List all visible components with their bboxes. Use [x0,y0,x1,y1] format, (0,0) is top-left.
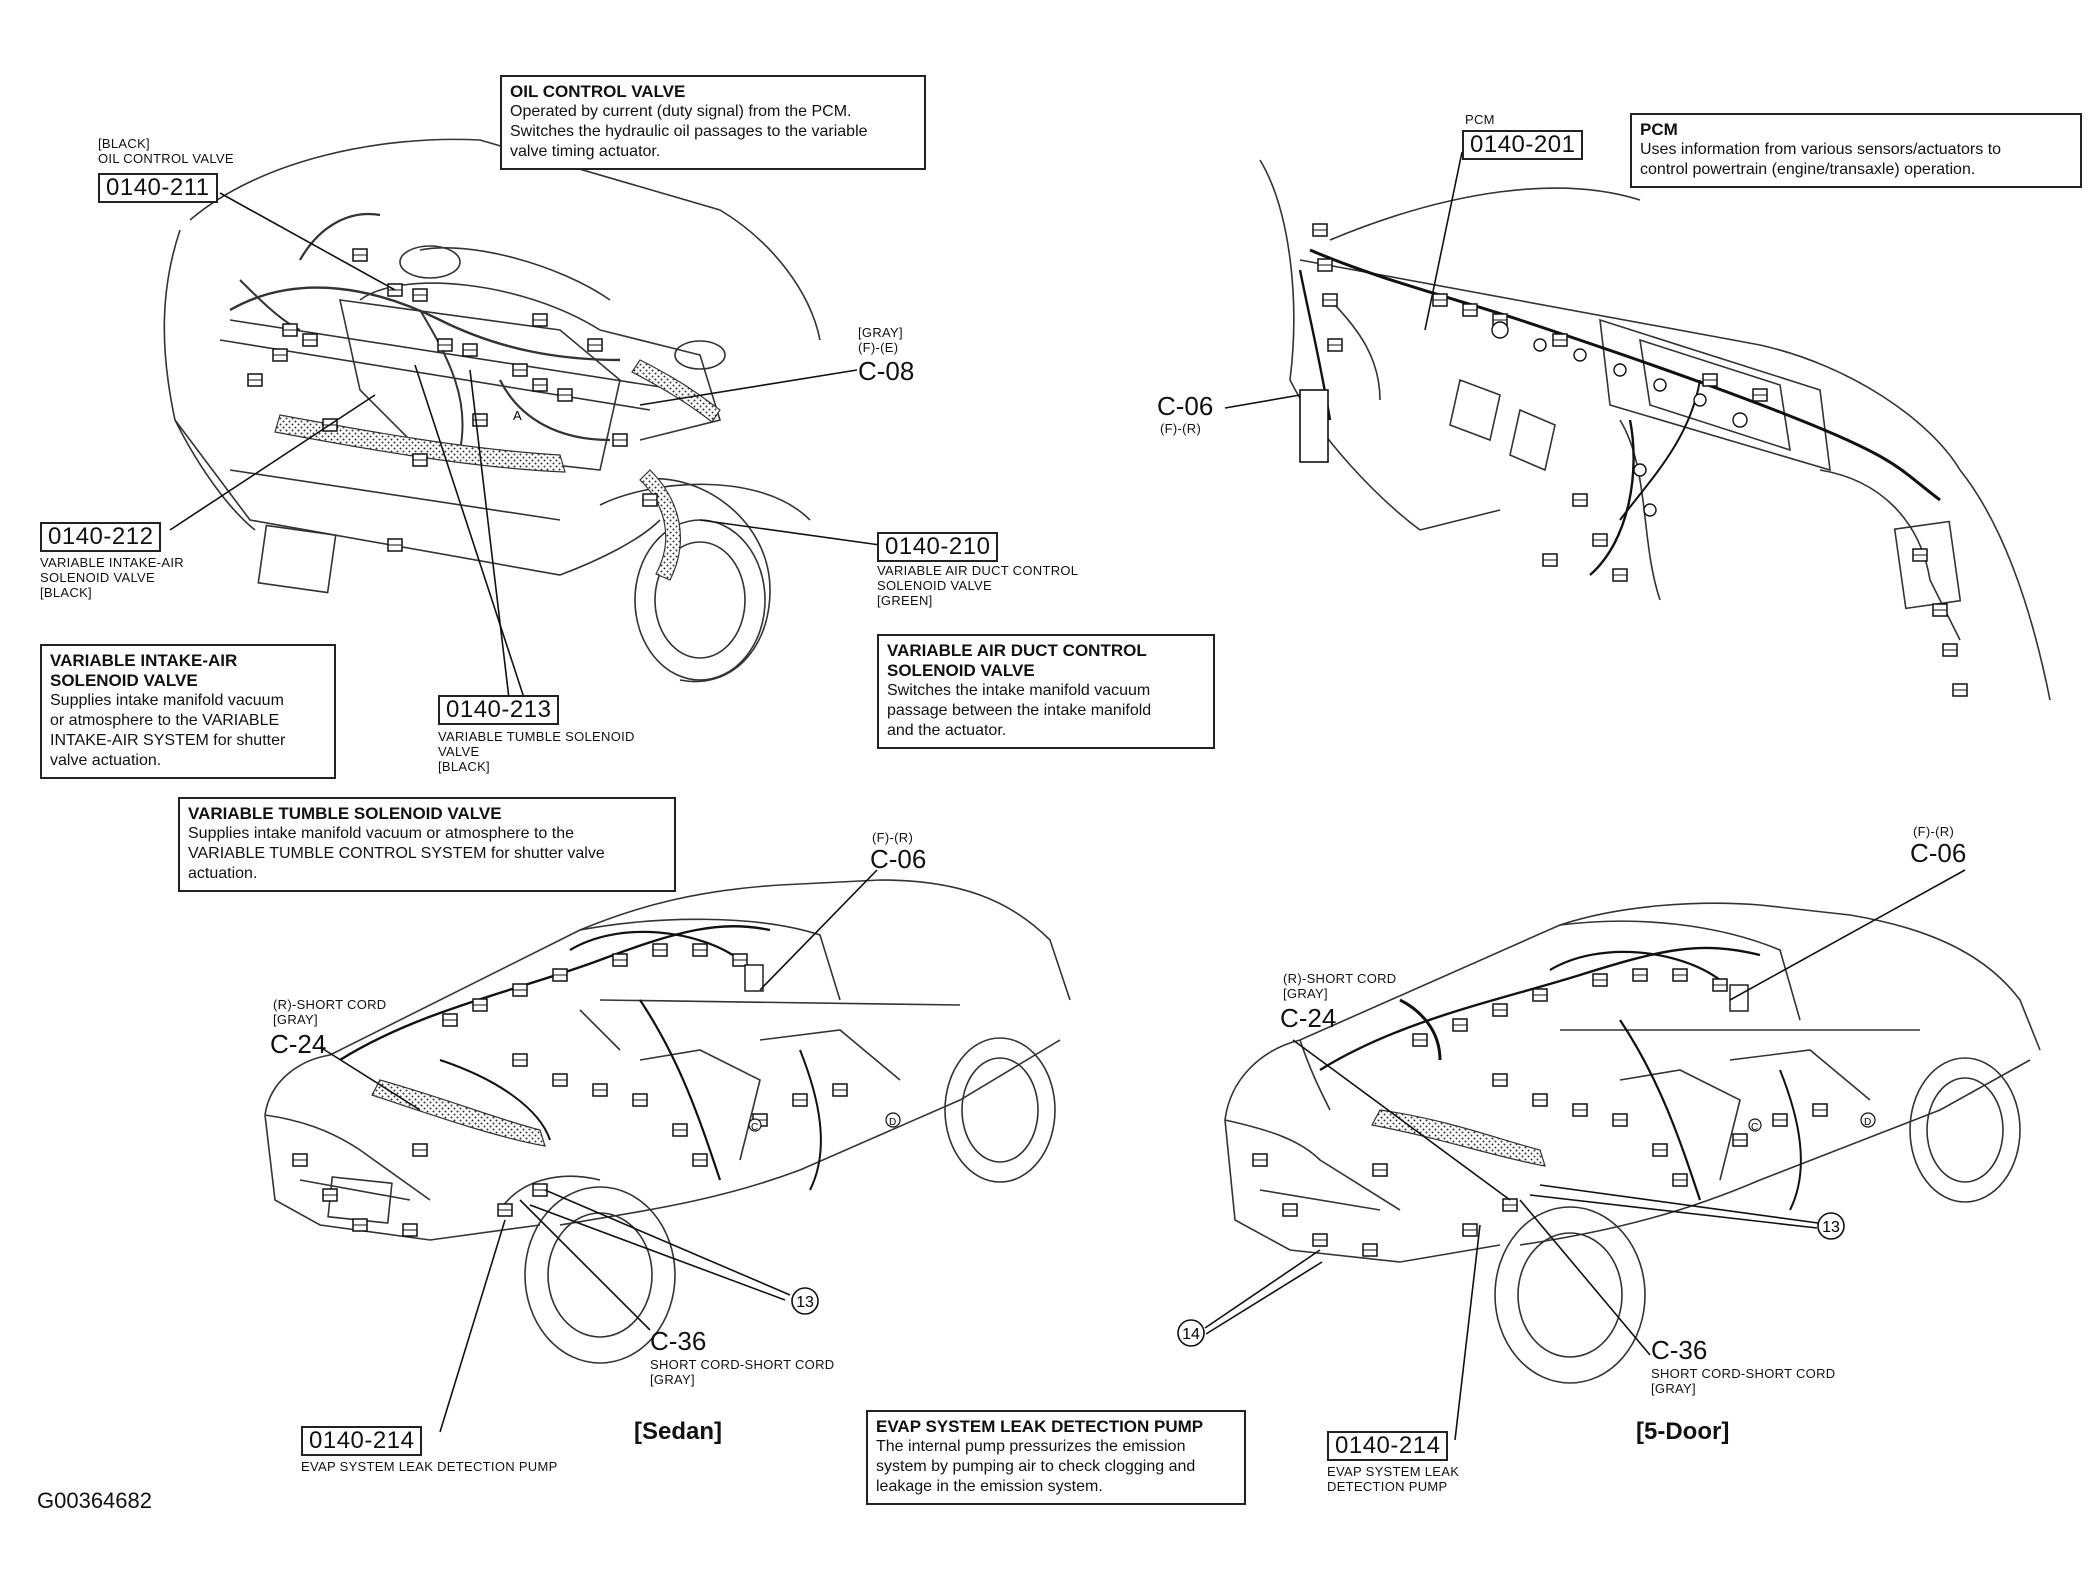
dashboard-illustration [1259,159,2051,701]
part-0140-201-label: PCM [1465,112,1495,127]
callout-14-5door-label: 14 [1182,1326,1200,1343]
mark-c-sedan: C [751,1122,758,1133]
engine-harness-band [274,414,566,473]
variable-air-duct-box: VARIABLE AIR DUCT CONTROL SOLENOID VALVE… [877,634,1215,749]
oil-control-valve-box: OIL CONTROL VALVE Operated by current (d… [500,75,926,170]
part-0140-210-code: 0140-210 [877,532,999,562]
variable-tumble-text: Supplies intake manifold vacuum or atmos… [188,825,605,882]
c24-sedan-label: (R)-SHORT CORD [GRAY] [273,997,387,1027]
sedan-harness-band [371,1079,546,1147]
pcm-text: Uses information from various sensors/ac… [1640,141,2002,178]
part-0140-214-5door-label: EVAP SYSTEM LEAK DETECTION PUMP [1327,1464,1460,1494]
c24-5door-id: C-24 [1280,1003,1337,1033]
evap-box: EVAP SYSTEM LEAK DETECTION PUMP The inte… [866,1410,1246,1505]
callout-13-5door-label: 13 [1822,1219,1840,1236]
callout-13-sedan-label: 13 [796,1294,814,1311]
part-0140-211-code: 0140-211 [98,173,218,203]
c36-sedan-label: SHORT CORD-SHORT CORD [GRAY] [650,1357,835,1387]
mark-a: A [513,408,522,423]
c08-id: C-08 [858,356,915,386]
evap-text: The internal pump pressurizes the emissi… [876,1438,1196,1495]
variable-air-duct-text: Switches the intake manifold vacuum pass… [887,682,1152,739]
pcm-title: PCM [1640,120,1678,139]
mark-d-5door: D [1864,1117,1871,1128]
five-door-panel-title: [5-Door] [1636,1418,1730,1445]
engine-harness-band-right [631,359,721,423]
engine-bay-illustration [163,138,821,683]
c06-5door-label: (F)-(R) [1913,824,1955,839]
part-0140-201-code: 0140-201 [1462,130,1584,160]
figure-id: G00364682 [37,1488,152,1513]
variable-air-duct-title: VARIABLE AIR DUCT CONTROL SOLENOID VALVE [887,641,1147,680]
variable-intake-air-box: VARIABLE INTAKE-AIR SOLENOID VALVE Suppl… [40,644,336,779]
variable-tumble-title: VARIABLE TUMBLE SOLENOID VALVE [188,804,502,823]
part-0140-213-label: VARIABLE TUMBLE SOLENOID VALVE [BLACK] [438,729,635,774]
sedan-leader-lines [319,869,878,1433]
part-0140-214-sedan-label: EVAP SYSTEM LEAK DETECTION PUMP [301,1459,558,1474]
callout-14-5door: 14 [1177,1319,1205,1347]
callout-13-sedan: 13 [791,1287,819,1315]
mark-c-5door: C [1751,1122,1758,1133]
five-door-leader-lines [1204,869,1966,1441]
engine-leader-lines [169,192,881,708]
dash-grommets [1491,321,1748,517]
five-door-harness-band [1371,1109,1546,1167]
oil-control-valve-title: OIL CONTROL VALVE [510,82,686,101]
c06-dash-connector [1299,389,1329,463]
engine-harness-band-lower [639,469,681,581]
part-0140-211-label: [BLACK] OIL CONTROL VALVE [98,136,234,166]
part-0140-214-5door-code: 0140-214 [1327,1431,1449,1461]
part-0140-212-label: VARIABLE INTAKE-AIR SOLENOID VALVE [BLAC… [40,555,184,600]
c24-5door-label: (R)-SHORT CORD [GRAY] [1283,971,1397,1001]
c24-sedan-id: C-24 [270,1029,327,1059]
c36-sedan-id: C-36 [650,1326,707,1356]
pcm-box: PCM Uses information from various sensor… [1630,113,2082,188]
dash-connectors [1312,223,1968,697]
c08-label: [GRAY] (F)-(E) [858,325,903,355]
evap-title: EVAP SYSTEM LEAK DETECTION PUMP [876,1417,1204,1436]
c36-5door-id: C-36 [1651,1335,1708,1365]
sedan-panel-title: [Sedan] [634,1418,723,1445]
variable-tumble-box: VARIABLE TUMBLE SOLENOID VALVE Supplies … [178,797,676,892]
mark-d-sedan: D [889,1117,896,1128]
c06-sedan-id: C-06 [870,844,927,874]
part-0140-214-sedan-code: 0140-214 [301,1426,423,1456]
five-door-illustration [1224,902,2041,1384]
variable-intake-air-title: VARIABLE INTAKE-AIR SOLENOID VALVE [50,651,238,690]
c06-5door-id: C-06 [1910,838,1967,868]
callout-13-5door: 13 [1817,1212,1845,1240]
part-0140-210-label: VARIABLE AIR DUCT CONTROL SOLENOID VALVE… [877,563,1079,608]
c06-engine-label: (F)-(R) [1160,421,1202,436]
c36-5door-label: SHORT CORD-SHORT CORD [GRAY] [1651,1366,1836,1396]
engine-connectors [247,248,658,552]
part-0140-212-code: 0140-212 [40,522,162,552]
c06-engine-id: C-06 [1157,391,1214,421]
c06-sedan-label: (F)-(R) [872,830,914,845]
dash-leader-lines [1224,151,1463,409]
part-0140-213-code: 0140-213 [438,695,560,725]
variable-intake-air-text: Supplies intake manifold vacuum or atmos… [50,692,286,769]
oil-control-valve-text: Operated by current (duty signal) from t… [510,103,868,160]
